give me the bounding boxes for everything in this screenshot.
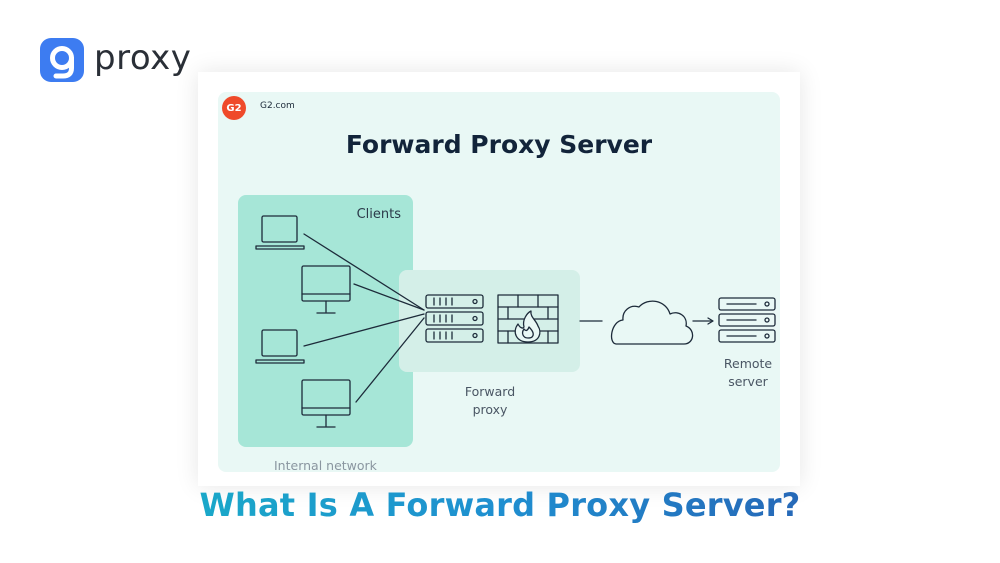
remote-server-label-line1: Remote — [723, 356, 773, 371]
internal-network-area: Clients — [238, 195, 413, 447]
arrow-head-icon — [707, 317, 714, 325]
connector-line — [353, 283, 425, 311]
laptop-icon — [255, 215, 305, 250]
forward-proxy-label: Forward proxy — [450, 383, 530, 419]
forward-proxy-area — [399, 270, 580, 372]
connector-line — [303, 233, 425, 311]
source-site: G2.com — [260, 101, 295, 111]
forward-proxy-label-line1: Forward — [464, 384, 516, 399]
forward-proxy-label-line2: proxy — [472, 402, 508, 417]
brand-name: proxy — [94, 38, 192, 78]
diagram-card: G2 G2.com Forward Proxy Server Clients — [218, 92, 780, 472]
brand-logo[interactable]: proxy — [40, 38, 191, 82]
server-rack-icon — [425, 294, 484, 343]
diagram-title: Forward Proxy Server — [345, 130, 653, 159]
connector-line — [355, 317, 425, 403]
clients-label: Clients — [356, 207, 401, 222]
server-rack-icon — [718, 297, 776, 343]
monitor-icon — [301, 379, 351, 428]
g2-badge: G2 — [222, 96, 246, 120]
diagram-graphics — [255, 215, 776, 428]
laptop-icon — [255, 329, 305, 364]
connector-line — [303, 313, 425, 347]
page-headline: What Is A Forward Proxy Server? — [0, 486, 1000, 524]
cloud-icon — [610, 300, 694, 345]
brand-logo-icon — [40, 38, 84, 82]
firewall-icon — [497, 294, 559, 344]
internal-network-label: Internal network — [274, 458, 377, 472]
remote-server-label: Remote server — [708, 355, 780, 391]
monitor-icon — [301, 265, 351, 314]
remote-server-label-line2: server — [728, 374, 768, 389]
